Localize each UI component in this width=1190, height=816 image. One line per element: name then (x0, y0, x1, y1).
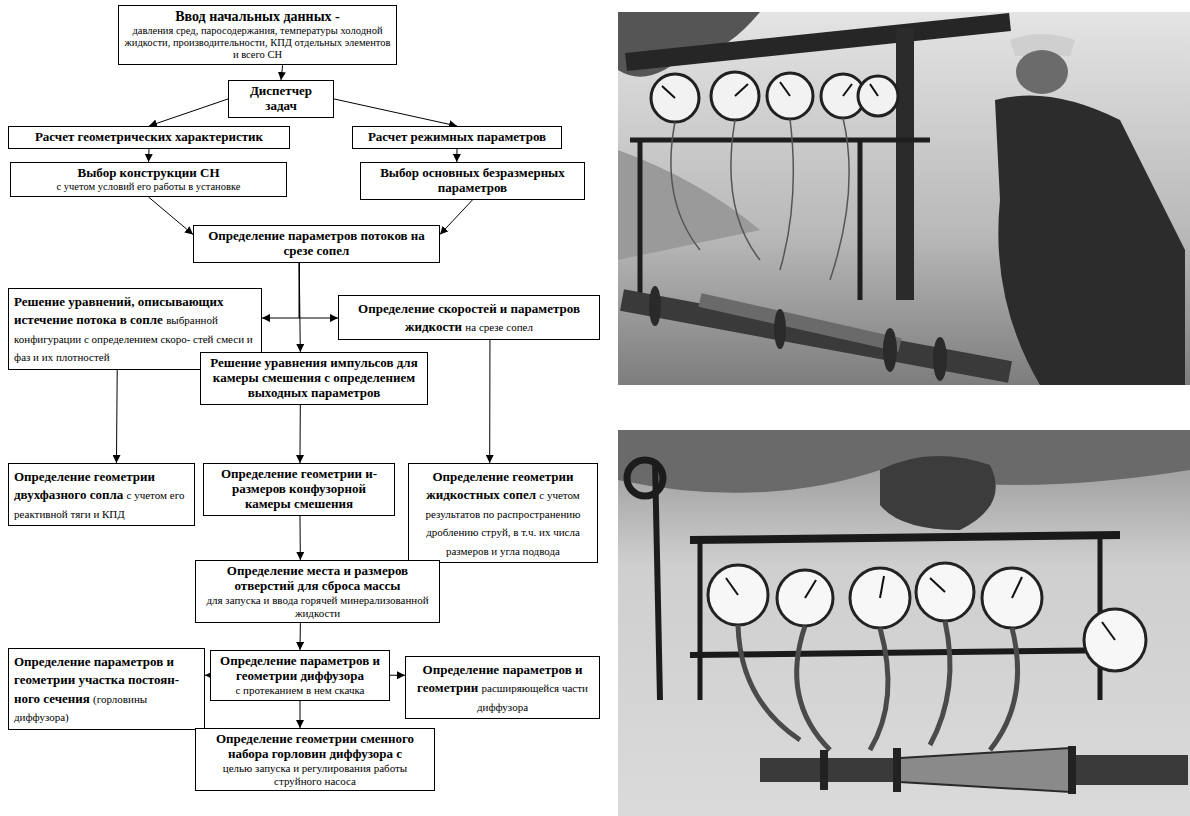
box-text: расширяющейся части диффузора (477, 682, 588, 712)
process-box: Выбор основных безразмерных параметров (360, 162, 585, 200)
gauge-needles (726, 576, 1115, 640)
box-heading: Определение геометрии сменного набора го… (201, 732, 429, 762)
worker (880, 456, 996, 530)
flow-arrow (300, 701, 301, 728)
box-heading: Определение параметров потоков на срезе … (199, 229, 434, 259)
pipe (626, 22, 1010, 62)
flow-arrow (299, 405, 300, 463)
process-box: Определение скоростей и параметров жидко… (338, 295, 600, 340)
flow-arrow (456, 149, 457, 162)
flow-arrow (149, 197, 194, 234)
top-photo (618, 12, 1190, 385)
gauges (708, 563, 1146, 671)
process-box: Определение параметров потоков на срезе … (193, 225, 440, 263)
pipe (896, 28, 914, 300)
pipe (760, 758, 900, 782)
box-heading: Определение геометрии и- размеров конфуз… (209, 467, 389, 512)
process-box: Определение места и размеров отверстий д… (195, 560, 440, 623)
flow-arrow (148, 149, 150, 162)
flow-arrow (281, 65, 283, 80)
gauge-needles (662, 82, 878, 98)
flow-arrow (149, 99, 228, 126)
photo-ground (618, 430, 1190, 816)
box-heading: Расчет геометрических характеристик (14, 130, 284, 145)
nozzle-assembly (700, 300, 900, 345)
frame-bar (630, 138, 930, 143)
frame-leg (858, 140, 863, 300)
wires (671, 118, 849, 280)
flow-arrow (334, 99, 457, 126)
flow-arrow (489, 340, 490, 463)
process-box: Определение параметров и геометрии диффу… (210, 650, 390, 701)
process-box: Расчет режимных параметров (352, 126, 562, 149)
flow-arrow (300, 623, 301, 650)
diffuser (900, 748, 1070, 792)
box-text: с учетом условий его работы в установке (16, 181, 281, 193)
flanges (820, 746, 1076, 794)
pipe (622, 300, 1010, 372)
frame-leg (638, 140, 643, 310)
frame-leg (655, 460, 660, 700)
process-box: Решение уравнения импульсов для камеры с… (200, 352, 428, 405)
frame-leg (698, 540, 703, 700)
process-box: Определение геометрии сменного набора го… (195, 728, 435, 791)
process-box: Определение геометрии жидкостных сопелс … (408, 463, 598, 563)
box-heading: Определение параметров и геометрии диффу… (216, 654, 384, 684)
frame-bar (690, 535, 1120, 540)
box-text: с протеканием в нем скачка (216, 684, 384, 697)
process-box: Определение геометрии двухфазного соплас… (8, 463, 195, 526)
flow-arrow (299, 516, 300, 560)
box-heading: Определение места и размеров отверстий д… (201, 564, 434, 594)
box-heading: Ввод начальных данных - (124, 9, 391, 25)
frame-bar (690, 650, 1130, 655)
worker (995, 34, 1185, 385)
box-heading: Выбор конструкции СН (16, 166, 281, 181)
box-text: для запуска и ввода горячей минерализова… (201, 594, 434, 619)
flow-arrow (116, 370, 118, 463)
box-heading: Диспетчер задач (234, 84, 328, 114)
box-text: давления сред, паросодержания, температу… (124, 25, 391, 61)
hoses (738, 621, 1018, 750)
process-box: Диспетчер задач (228, 80, 334, 118)
box-text: целью запуска и регулирования работы стр… (201, 762, 429, 787)
flow-arrow (299, 263, 300, 352)
process-box: Определение геометрии и- размеров конфуз… (203, 463, 395, 516)
flow-arrow (299, 263, 338, 318)
flow-arrow (440, 200, 473, 235)
flow-arrow (390, 675, 405, 676)
box-heading: Выбор основных безразмерных параметров (366, 166, 579, 196)
process-box: Определение параметров и геометриирасшир… (405, 656, 600, 719)
box-text: на срезе сопел (465, 321, 533, 333)
box-heading: Решение уравнения импульсов для камеры с… (206, 356, 422, 401)
pipe (1070, 755, 1188, 785)
process-box: Определение параметров и геометрии участ… (8, 648, 205, 730)
gauges (651, 72, 898, 122)
photo-ground (618, 12, 1190, 385)
flanges (649, 286, 947, 381)
process-box: Выбор конструкции СНс учетом условий его… (10, 162, 287, 197)
flow-arrow (262, 263, 299, 318)
process-box: Ввод начальных данных -давления сред, па… (118, 5, 397, 65)
box-heading: Расчет режимных параметров (358, 130, 556, 145)
bottom-photo (618, 430, 1190, 816)
process-box: Расчет геометрических характеристик (8, 126, 290, 149)
